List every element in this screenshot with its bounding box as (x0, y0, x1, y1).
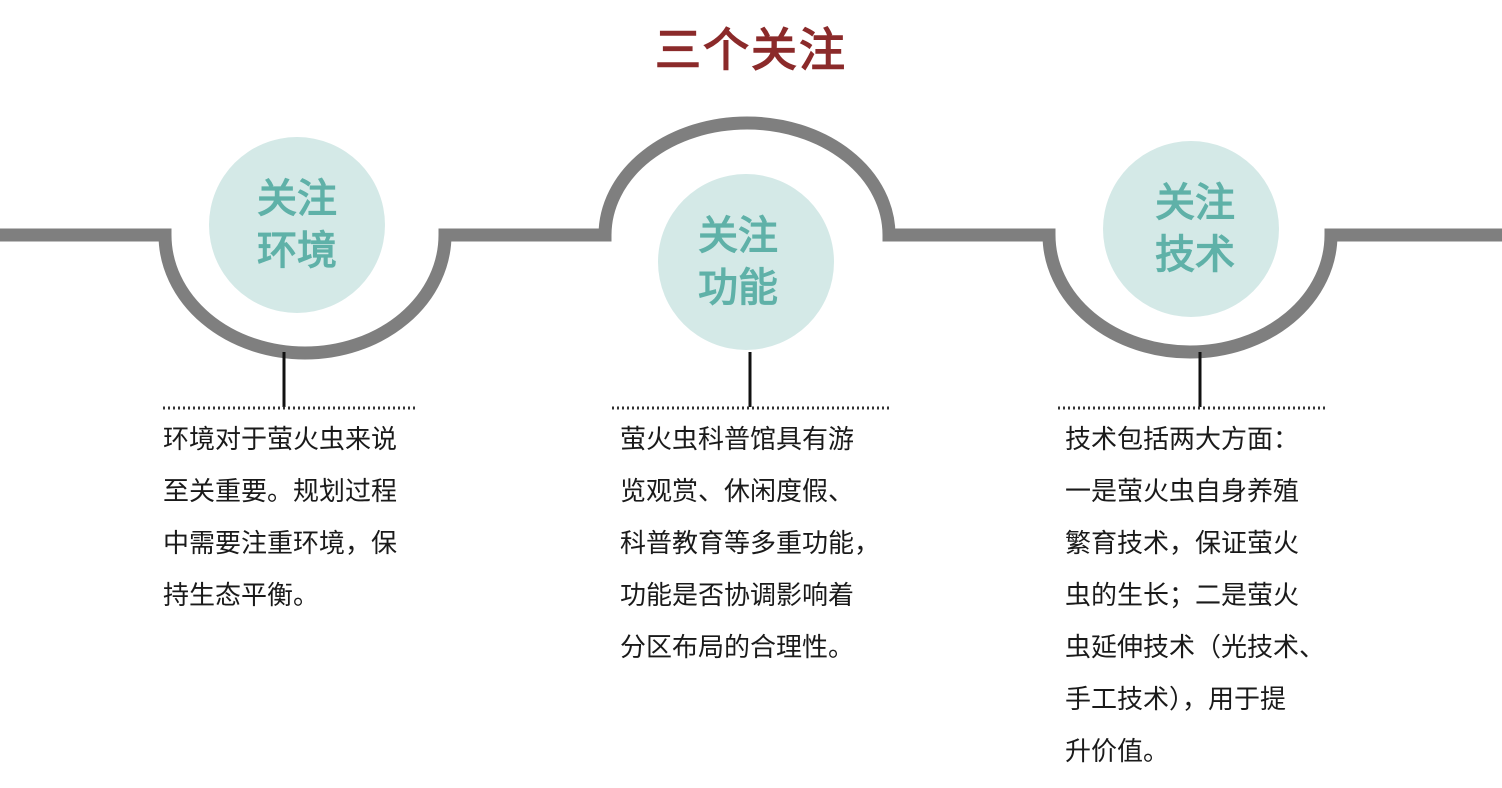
description-line: 持生态平衡。 (163, 581, 320, 611)
description-line: 萤火虫科普馆具有游 (620, 425, 855, 455)
node-label-line: 关注 (1155, 180, 1235, 226)
node-label-line: 功能 (698, 265, 778, 311)
description-environment: 环境对于萤火虫来说 至关重要。规划过程 中需要注重环境，保 持生态平衡。 (163, 414, 397, 622)
description-line: 手工技术），用于提 (1065, 685, 1287, 715)
node-label-line: 技术 (1155, 232, 1235, 278)
description-function: 萤火虫科普馆具有游 览观赏、休闲度假、 科普教育等多重功能， 功能是否协调影响着… (620, 414, 880, 674)
description-line: 至关重要。规划过程 (163, 477, 398, 507)
description-line: 环境对于萤火虫来说 (163, 425, 398, 455)
description-line: 升价值。 (1065, 737, 1170, 767)
node-label-line: 关注 (257, 176, 337, 222)
node-label-line: 关注 (698, 213, 778, 259)
wave-track (0, 116, 1502, 360)
description-line: 一是萤火虫自身养殖 (1065, 477, 1300, 507)
description-line: 中需要注重环境，保 (163, 529, 398, 559)
node-label-function: 关注 功能 (650, 174, 826, 350)
description-line: 技术包括两大方面： (1065, 425, 1300, 455)
description-line: 虫延伸技术（光技术、 (1065, 633, 1326, 663)
node-label-line: 环境 (257, 228, 337, 274)
description-line: 繁育技术，保证萤火 (1065, 529, 1300, 559)
description-line: 分区布局的合理性。 (620, 633, 855, 663)
description-line: 科普教育等多重功能， (620, 529, 881, 559)
node-label-technology: 关注 技术 (1107, 141, 1283, 317)
circle-function (658, 174, 834, 350)
page-title: 三个关注 (655, 23, 847, 77)
description-line: 览观赏、休闲度假、 (620, 477, 855, 507)
description-line: 功能是否协调影响着 (620, 581, 855, 611)
circle-technology (1103, 141, 1279, 317)
description-technology: 技术包括两大方面： 一是萤火虫自身养殖 繁育技术，保证萤火 虫的生长；二是萤火 … (1065, 414, 1325, 778)
circle-environment (209, 137, 385, 313)
node-label-environment: 关注 环境 (209, 137, 385, 313)
description-line: 虫的生长；二是萤火 (1065, 581, 1300, 611)
